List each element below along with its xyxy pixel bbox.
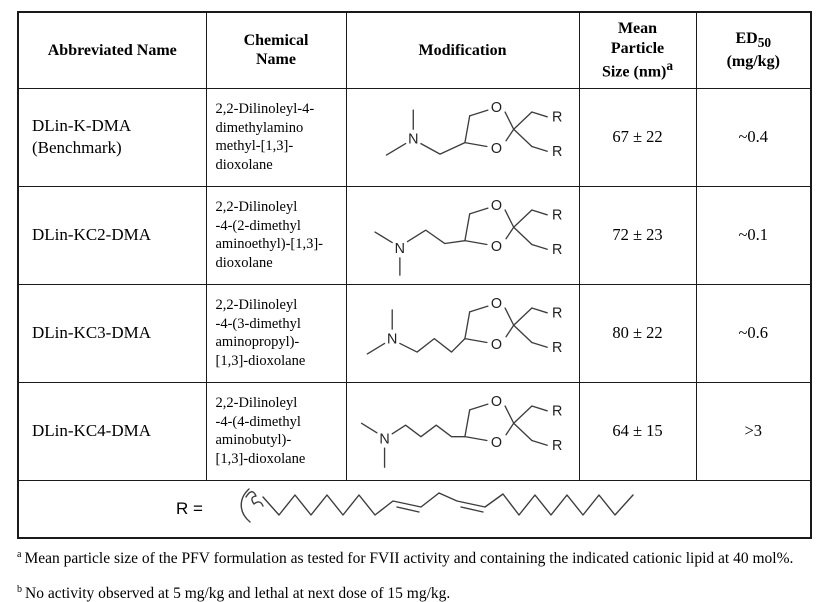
table-row: DLin-KC2-DMA 2,2-Dilinoleyl -4-(2-dimeth… (17, 185, 812, 285)
particle-size-value: 72 ± 23 (578, 185, 697, 285)
cationic-lipid-table: Abbreviated Name Chemical Name Modificat… (17, 11, 812, 540)
particle-size-value: 67 ± 22 (578, 87, 697, 187)
abbreviated-name-cell: DLin-KC4-DMA (17, 381, 207, 481)
table-row: DLin-K-DMA (Benchmark) 2,2-Dilinoleyl-4-… (17, 87, 812, 187)
oxygen-atom-label: O (490, 337, 501, 353)
chemical-name-cell: 2,2-Dilinoleyl-4- dimethylamino methyl-[… (205, 87, 347, 187)
ed50-label: ED (735, 30, 758, 48)
r-group-equals-label: R = (176, 499, 203, 519)
nitrogen-atom-label: N (387, 331, 397, 347)
abbreviated-name-cell: DLin-KC2-DMA (17, 185, 207, 285)
ed50-value: ~0.1 (695, 185, 812, 285)
linoleyl-chain-structure (240, 488, 634, 523)
chemical-structure-dlin-kc4-dma: N O O R R (360, 394, 562, 468)
nitrogen-atom-label: N (408, 131, 418, 147)
col-header-abbreviated-name: Abbreviated Name (17, 11, 207, 89)
footnote-marker-a: a (666, 58, 674, 74)
chemical-name-cell: 2,2-Dilinoleyl -4-(4-dimethyl aminobutyl… (205, 381, 347, 481)
table-row: DLin-KC4-DMA 2,2-Dilinoleyl -4-(4-dimeth… (17, 381, 812, 481)
structure-cell: N O O R R (345, 381, 580, 481)
table-row: DLin-KC3-DMA 2,2-Dilinoleyl -4-(3-dimeth… (17, 283, 812, 383)
r-group-label: R (551, 207, 561, 223)
chemical-name-cell: 2,2-Dilinoleyl -4-(3-dimethyl aminopropy… (205, 283, 347, 383)
r-group-label: R (551, 144, 561, 160)
ed50-value: ~0.4 (695, 87, 812, 187)
footnote-b-marker: b (17, 584, 22, 596)
oxygen-atom-label: O (490, 100, 501, 116)
oxygen-atom-label: O (490, 394, 501, 410)
chemical-name-cell: 2,2-Dilinoleyl -4-(2-dimethyl aminoethyl… (205, 185, 347, 285)
ed50-unit: (mg/kg) (726, 52, 780, 70)
oxygen-atom-label: O (490, 198, 501, 214)
abbreviated-name-cell: DLin-K-DMA (Benchmark) (17, 87, 207, 187)
col-header-modification: Modification (345, 11, 580, 89)
col-header-chemical-name: Chemical Name (205, 11, 347, 89)
nitrogen-atom-label: N (394, 241, 404, 257)
particle-size-value: 80 ± 22 (578, 283, 697, 383)
col-header-ed50: ED50 (mg/kg) (695, 11, 812, 89)
r-group-label: R (551, 403, 561, 419)
chemical-structure-dlin-kc2-dma: N O O R R (373, 198, 562, 276)
structure-cell: N O O R R (345, 283, 580, 383)
r-group-definition-row: R = (17, 479, 812, 539)
col-header-particle-size: Mean Particle Size (nm)a (578, 11, 697, 89)
r-group-label: R (551, 109, 561, 125)
ed50-subscript: 50 (757, 35, 772, 51)
footnote-a-marker: a (17, 549, 22, 561)
r-group-label: R (551, 305, 561, 321)
oxygen-atom-label: O (490, 296, 501, 312)
particle-size-value: 64 ± 15 (578, 381, 697, 481)
r-group-label: R (551, 340, 561, 356)
particle-size-label: Mean Particle Size (nm) (601, 20, 667, 81)
oxygen-atom-label: O (490, 435, 501, 451)
ed50-value: >3 (695, 381, 812, 481)
nitrogen-atom-label: N (379, 431, 389, 447)
footnote-a-text: Mean particle size of the PFV formulatio… (24, 550, 794, 568)
ed50-value: ~0.6 (695, 283, 812, 383)
structure-cell: N O O R R (345, 87, 580, 187)
structure-cell: N O O R R (345, 185, 580, 285)
footnote-b-text: No activity observed at 5 mg/kg and leth… (25, 585, 451, 602)
chemical-structure-dlin-k-dma: N O O R R (385, 100, 562, 160)
oxygen-atom-label: O (490, 141, 501, 157)
r-group-label: R (551, 242, 561, 258)
abbreviated-name-cell: DLin-KC3-DMA (17, 283, 207, 383)
r-group-cell: R = (17, 479, 812, 539)
chemical-structure-dlin-kc3-dma: N O O R R (366, 296, 562, 356)
r-group-label: R (551, 438, 561, 454)
oxygen-atom-label: O (490, 239, 501, 255)
header-row: Abbreviated Name Chemical Name Modificat… (17, 11, 812, 89)
